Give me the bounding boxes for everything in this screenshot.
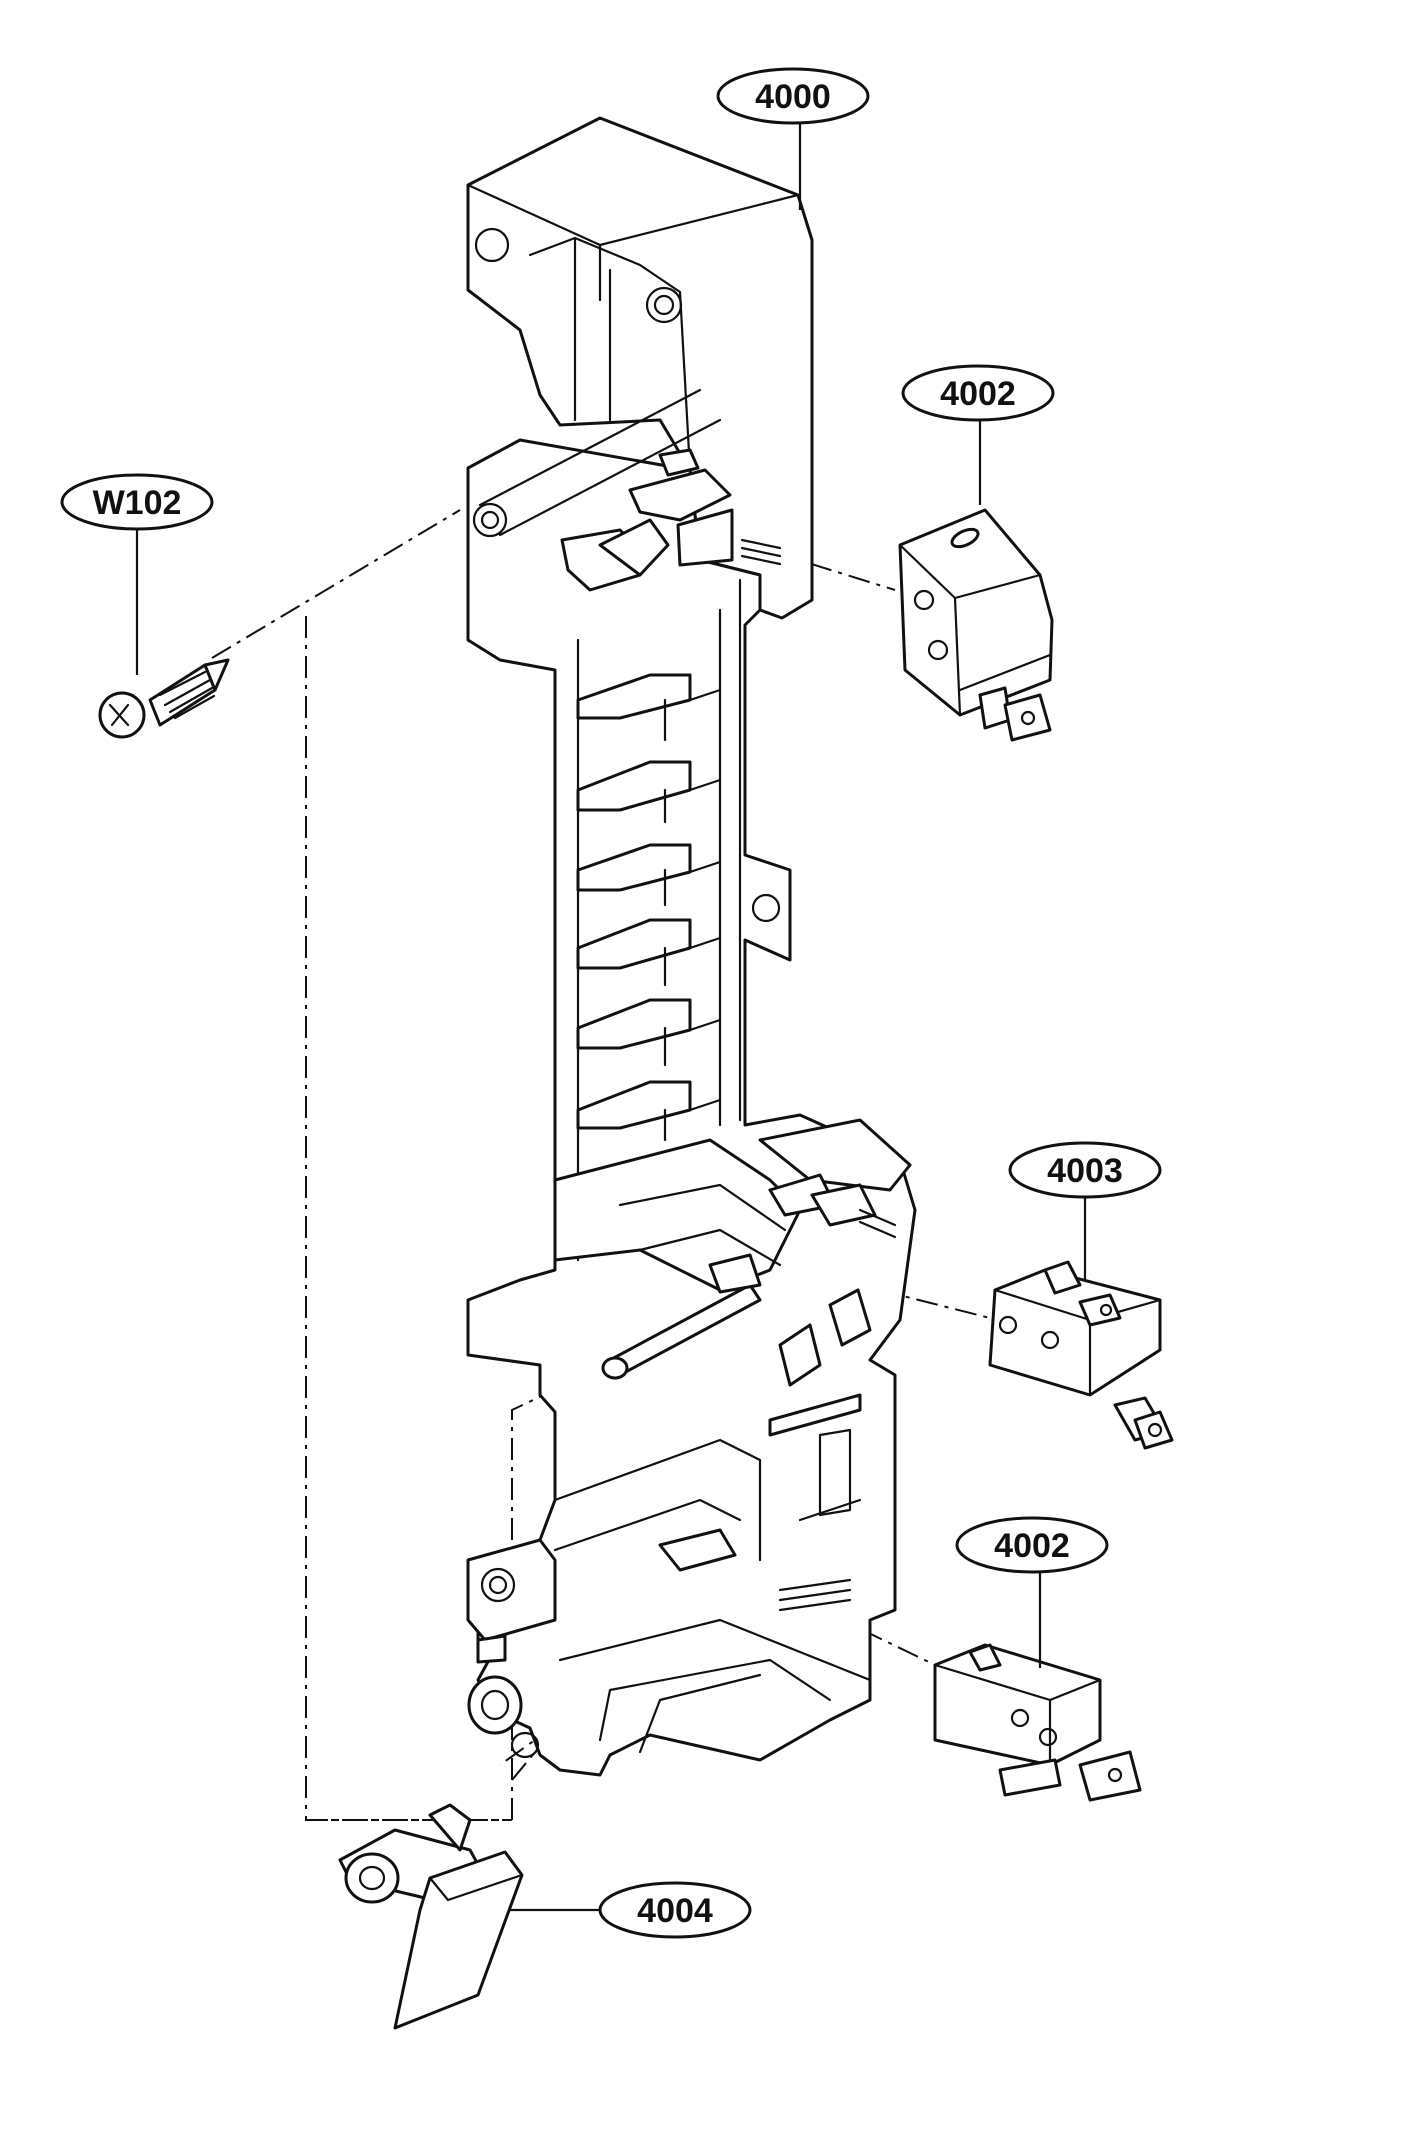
callout-w102: W102 (60, 473, 214, 531)
frame-ribs (576, 673, 722, 1142)
callout-4002-bottom: 4002 (955, 1516, 1109, 1574)
leader-lines (135, 122, 1087, 1912)
callout-4003-label: 4003 (1047, 1152, 1123, 1190)
callout-4002-top-label: 4002 (940, 375, 1016, 413)
callout-w102-label: W102 (93, 484, 182, 522)
callout-4000: 4000 (716, 67, 870, 125)
switch-top (898, 508, 1054, 742)
callout-4004: 4004 (598, 1881, 752, 1939)
callout-4002-bottom-label: 4002 (994, 1527, 1070, 1565)
switch-bottom (933, 1643, 1142, 1802)
door-latch-frame (466, 116, 917, 1777)
screw-w102 (98, 658, 230, 739)
callout-4002-top: 4002 (901, 364, 1055, 422)
lever-4004 (338, 1803, 524, 2030)
callout-4004-label: 4004 (637, 1892, 713, 1930)
switch-middle (988, 1260, 1174, 1450)
callout-4000-label: 4000 (755, 78, 831, 116)
callout-4003: 4003 (1008, 1141, 1162, 1199)
